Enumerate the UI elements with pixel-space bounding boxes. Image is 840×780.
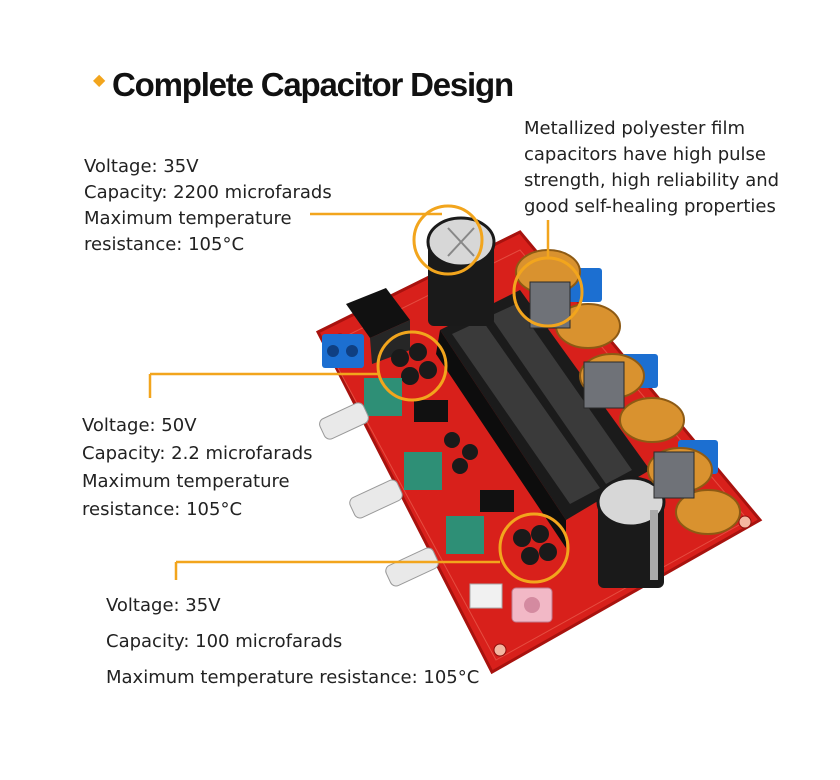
spec-line: capacitors have high pulse (524, 144, 766, 165)
small-capacitor-cluster (444, 432, 478, 474)
terminal-screw-icon (327, 345, 339, 357)
potentiometer (319, 378, 402, 440)
spec-line: Capacity: 100 microfarads (106, 631, 343, 652)
spec-line: Capacity: 2.2 microfarads (82, 443, 313, 464)
spec-line: Voltage: 35V (84, 156, 199, 177)
audio-jack-port-icon (524, 597, 540, 613)
film-capacitor (583, 361, 625, 409)
small-capacitor-cluster (391, 343, 437, 385)
small-capacitor-spec: Voltage: 50V Capacity: 2.2 microfarads M… (82, 412, 313, 524)
small-capacitor-cluster (513, 525, 557, 565)
terminal-screw-icon (346, 345, 358, 357)
spec-line: Metallized polyester film (524, 118, 746, 139)
heatsink-fin (490, 304, 632, 484)
capacitor-stripe (650, 510, 658, 580)
ic-chip (480, 490, 514, 512)
spec-line: resistance: 105°C (82, 499, 243, 520)
annotation-leaders (148, 204, 584, 584)
dc-power-jack (346, 288, 410, 338)
mounting-hole (493, 643, 507, 657)
film-capacitor (653, 451, 695, 499)
potentiometer (349, 452, 442, 519)
spec-line: Maximum temperature (82, 471, 290, 492)
spec-line: Voltage: 50V (82, 415, 197, 436)
film-capacitor (529, 281, 571, 329)
spec-line: Maximum temperature (84, 208, 292, 229)
spec-line: Capacity: 2200 microfarads (84, 182, 332, 203)
heatsink-base (436, 330, 566, 548)
large-capacitor-spec: Voltage: 35V Capacity: 2200 microfarads … (84, 154, 332, 258)
spec-line: Maximum temperature resistance: 105°C (106, 667, 480, 688)
blue-terminal (322, 334, 364, 368)
title-bullet-icon: ◆ (93, 70, 106, 89)
spec-line: good self-healing properties (524, 196, 776, 217)
white-connector (469, 583, 503, 609)
large-capacitor-top (596, 476, 666, 528)
mounting-hole (738, 515, 752, 529)
spec-line: strength, high reliability and (524, 170, 780, 191)
medium-capacitor-spec: Voltage: 35V Capacity: 100 microfarads M… (106, 588, 479, 696)
film-capacitor-spec: Metallized polyester film capacitors hav… (524, 116, 779, 220)
page-title: Complete Capacitor Design (112, 66, 514, 103)
spec-line: resistance: 105°C (84, 234, 245, 255)
ic-chip (414, 400, 448, 422)
spec-line: Voltage: 35V (106, 595, 221, 616)
potentiometer (385, 516, 484, 587)
heatsink-fin (452, 320, 600, 504)
capacitor-vent-mark (447, 227, 475, 257)
